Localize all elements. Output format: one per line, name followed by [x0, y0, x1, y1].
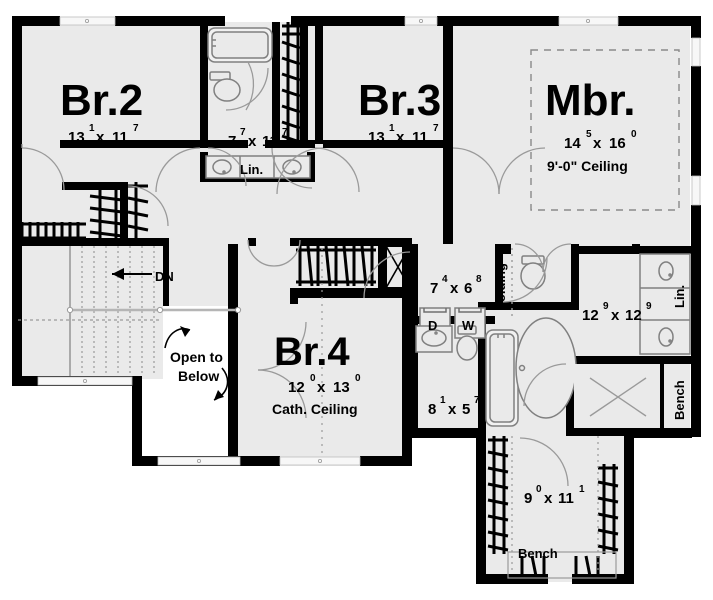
- hallbath-dim-feet-b: 11: [262, 133, 278, 150]
- mbr-dim-feet-a: 14: [564, 135, 581, 152]
- hallbath-dim-in-b: 7: [282, 127, 288, 138]
- windows: [37, 16, 701, 466]
- mbr-tray-ceiling-outline: [530, 49, 680, 211]
- bath2-dim-in-b: 7: [474, 395, 480, 406]
- br3-dim-in-a: 1: [389, 123, 395, 134]
- mbath-dim-in-a: 9: [603, 301, 609, 312]
- closet-rod-hatch-master-right: [597, 464, 619, 554]
- laundry-dim-in-a: 4: [442, 274, 448, 285]
- br4-ceiling-note: Cath. Ceiling: [272, 401, 358, 417]
- open-arrow-head-down: [214, 390, 224, 400]
- mcloset-dim-x: x: [544, 490, 553, 507]
- mbr-dim-x: x: [593, 135, 602, 152]
- door-swings: [21, 61, 572, 487]
- open-arrow-head-up: [180, 326, 190, 337]
- bath2-dim-feet-a: 8: [428, 401, 436, 418]
- laundry-dim-feet-b: 6: [464, 280, 472, 297]
- open-to-below-line2: Below: [178, 368, 219, 384]
- master-closet-bench-outline: [507, 551, 617, 579]
- br2-dim-in-a: 1: [89, 123, 95, 134]
- stair-down-label: DN: [155, 269, 174, 284]
- mbath-dim-feet-a: 12: [582, 307, 599, 324]
- br3-name: Br.3: [358, 76, 441, 125]
- hallbath-dim-feet-a: 7: [228, 133, 236, 150]
- br2-name: Br.2: [60, 76, 143, 125]
- hallbath-dim-x: x: [248, 133, 257, 150]
- closet-bench-label: Bench: [518, 546, 558, 561]
- laundry-dim-x: x: [450, 280, 459, 297]
- linen-label-master: Lin.: [672, 285, 687, 308]
- mcloset-dim-in-a: 0: [536, 484, 542, 495]
- br2-dim-in-b: 7: [133, 123, 139, 134]
- br3-dim-feet-a: 13: [368, 129, 385, 146]
- dryer-label: D: [428, 318, 437, 333]
- room-label-hall-bath: 7 7 x 11 7: [228, 127, 288, 150]
- room-label-br2: Br.2 13 1 x 11 7: [60, 76, 143, 146]
- mbr-dim-in-a: 5: [586, 129, 592, 140]
- closet-rod-hatch-stairtop: [89, 182, 149, 240]
- hallbath-dim-in-a: 7: [240, 127, 246, 138]
- exterior-walls: [12, 16, 701, 584]
- room-label-br3: Br.3 13 1 x 11 7: [358, 76, 441, 146]
- mcloset-dim-feet-b: 11: [558, 490, 574, 507]
- closet-rod-hatch-br4: [296, 245, 376, 287]
- br4-dim-feet-a: 12: [288, 379, 305, 396]
- bath2-dim-x: x: [448, 401, 457, 418]
- plumbing-fixtures: [205, 27, 691, 427]
- br4-closet-shelf-x: [385, 245, 411, 289]
- mbath-dim-in-b: 9: [646, 301, 652, 312]
- room-label-bath2: 8 1 x 5 7: [428, 395, 480, 418]
- interior-walls: [18, 22, 692, 436]
- room-label-master-closet: 9 0 x 11 1: [524, 484, 585, 507]
- closet-rod-hatch-hallbath: [281, 22, 301, 148]
- closet-bench-hatch: [520, 555, 600, 577]
- bath2-dim-in-a: 1: [440, 395, 446, 406]
- master-shower: [574, 364, 660, 428]
- br2-dim-feet-b: 11: [112, 129, 128, 146]
- br2-dim-feet-a: 13: [68, 129, 85, 146]
- washer-label: W: [462, 318, 475, 333]
- open-to-below-label: Open to Below: [170, 349, 223, 384]
- br3-dim-x: x: [396, 129, 405, 146]
- br4-dim-in-b: 0: [355, 373, 361, 384]
- mbr-name: Mbr.: [545, 76, 635, 125]
- folding-label: Folding: [493, 263, 508, 310]
- br2-dim-x: x: [96, 129, 105, 146]
- closet-rod-hatch-stairhall: [18, 222, 86, 242]
- br4-dim-feet-b: 13: [333, 379, 350, 396]
- mcloset-dim-in-b: 1: [579, 484, 585, 495]
- open-to-below-line1: Open to: [170, 349, 223, 365]
- bath2-dim-feet-b: 5: [462, 401, 470, 418]
- closet-rod-hatch-master-left: [487, 436, 509, 554]
- shower-bench-label: Bench: [672, 380, 687, 420]
- laundry-dim-in-b: 8: [476, 274, 482, 285]
- linen-label-hall: Lin.: [240, 162, 263, 177]
- room-label-br4: Br.4 12 0 x 13 0 Cath. Ceiling: [272, 330, 361, 417]
- master-closet-dashed-guides: [511, 436, 599, 574]
- mbr-dim-feet-b: 16: [609, 135, 626, 152]
- br4-dim-x: x: [317, 379, 326, 396]
- room-label-mbr: Mbr. 14 5 x 16 0 9'-0" Ceiling: [545, 76, 637, 174]
- mbath-dim-x: x: [611, 307, 620, 324]
- laundry-dim-feet-a: 7: [430, 280, 438, 297]
- br4-dim-in-a: 0: [310, 373, 316, 384]
- br4-name: Br.4: [274, 330, 350, 374]
- hallbath-closet-walls: [272, 22, 308, 148]
- staircase: [18, 246, 242, 376]
- room-label-laundry: 7 4 x 6 8: [430, 274, 482, 297]
- mbr-ceiling-note: 9'-0" Ceiling: [547, 158, 628, 174]
- room-label-mbath: 12 9 x 12 9: [582, 301, 652, 324]
- mbath-dim-feet-b: 12: [625, 307, 642, 324]
- br3-dim-in-b: 7: [433, 123, 439, 134]
- open-to-below-void: [163, 306, 235, 439]
- mbr-dim-in-b: 0: [631, 129, 637, 140]
- mcloset-dim-feet-a: 9: [524, 490, 532, 507]
- br3-dim-feet-b: 11: [412, 129, 428, 146]
